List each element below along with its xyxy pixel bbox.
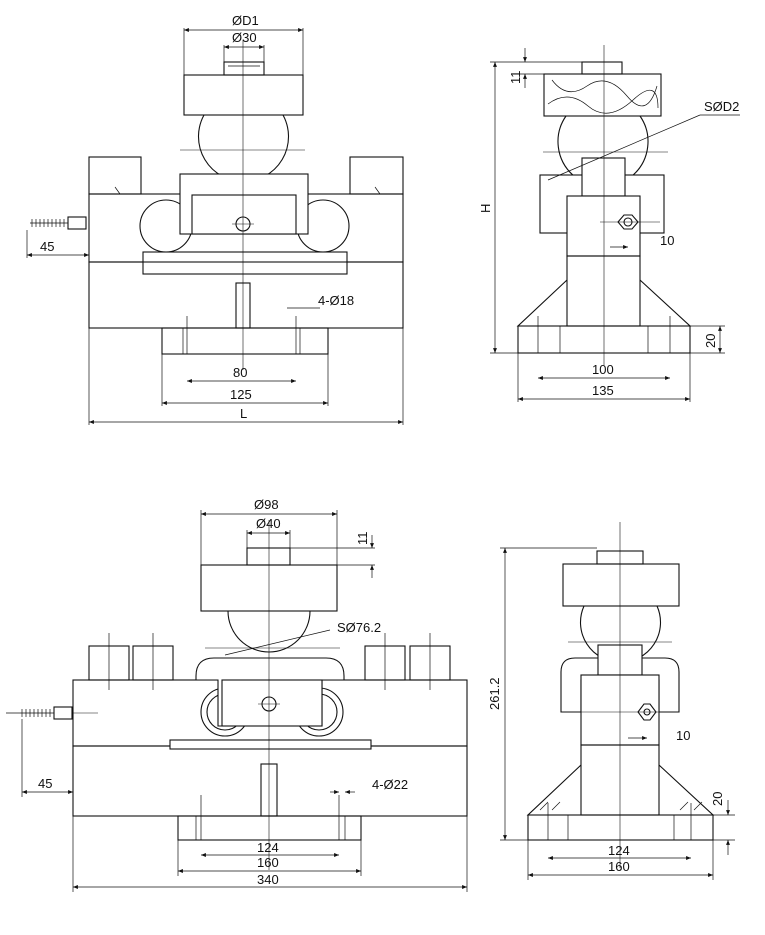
dim-stud-diameter-b: Ø40 xyxy=(256,516,281,531)
dim-base-thickness-a: 20 xyxy=(703,334,718,348)
dim-holes-b: 4-Ø22 xyxy=(372,777,408,792)
dim-hole-spacing-side-b: 124 xyxy=(608,843,630,858)
dim-base-thickness-b: 20 xyxy=(710,792,725,806)
dim-hole-spacing-b: 124 xyxy=(257,840,279,855)
dim-hole-spacing-a: 80 xyxy=(233,365,247,380)
dim-top-thickness-b: 11 xyxy=(355,532,370,546)
dim-cable-offset-a: 45 xyxy=(40,239,54,254)
dim-pin-offset-a: 10 xyxy=(660,233,674,248)
dim-length-b: 340 xyxy=(257,872,279,887)
dim-holes-a: 4-Ø18 xyxy=(318,293,354,308)
dim-foot-width-a: 125 xyxy=(230,387,252,402)
dim-top-thickness-a: 11 xyxy=(508,71,523,85)
side-view-a xyxy=(490,45,740,402)
front-view-a xyxy=(26,28,404,425)
dim-top-diameter-a: ØD1 xyxy=(232,13,259,28)
dim-length-a: L xyxy=(240,406,247,421)
dim-height-b: 261.2 xyxy=(487,677,502,710)
front-view-b xyxy=(6,510,468,892)
dim-sphere-radius-a: SØD2 xyxy=(704,99,739,114)
dim-top-diameter-b: Ø98 xyxy=(254,497,279,512)
dim-height-a: H xyxy=(478,204,493,213)
dim-hole-spacing-side-a: 100 xyxy=(592,362,614,377)
dim-base-width-a: 135 xyxy=(592,383,614,398)
dim-cable-offset-b: 45 xyxy=(38,776,52,791)
dim-pin-offset-b: 10 xyxy=(676,728,690,743)
dim-stud-diameter-a: Ø30 xyxy=(232,30,257,45)
side-view-b xyxy=(500,522,735,880)
dim-foot-width-b: 160 xyxy=(257,855,279,870)
dim-base-width-b: 160 xyxy=(608,859,630,874)
dim-sphere-radius-b: SØ76.2 xyxy=(337,620,381,635)
